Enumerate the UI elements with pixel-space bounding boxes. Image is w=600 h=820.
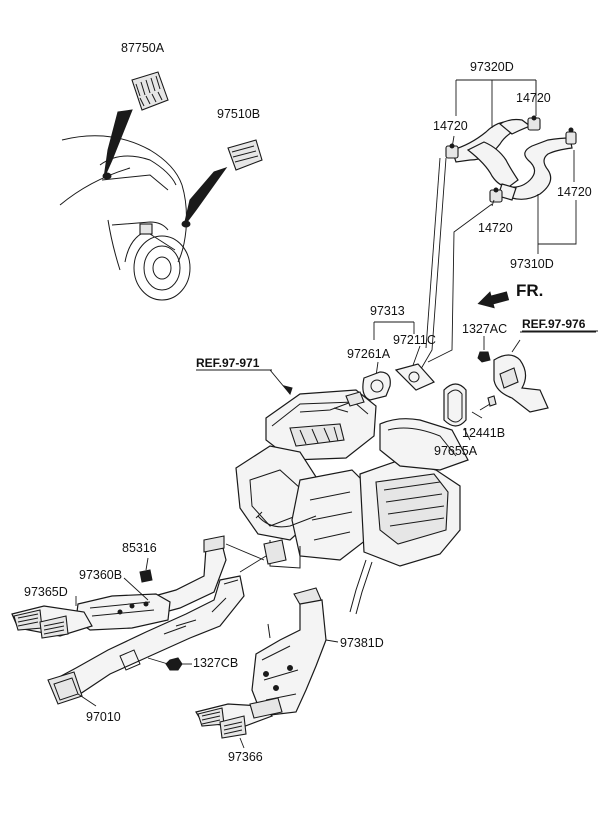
clamp-icon [565,127,577,145]
vehicle-rear-illustration [59,135,191,301]
hose-leader-lines [417,79,577,375]
label-12441B: 12441B [462,426,505,440]
label-ref-97-976: REF.97-976 [522,317,586,331]
part-97510B-vent [181,139,263,228]
label-1327AC: 1327AC [462,322,507,336]
fastener-85316 [139,557,153,583]
label-97010: 97010 [86,710,121,724]
label-97365D: 97365D [24,585,68,599]
gasket-parts [362,321,435,401]
label-14720-left: 14720 [433,119,468,133]
label-97360B: 97360B [79,568,122,582]
label-85316: 85316 [122,541,157,555]
hose-assembly [445,115,577,203]
label-97310D: 97310D [510,257,554,271]
label-97366: 97366 [228,750,263,764]
label-97313: 97313 [370,304,405,318]
label-14720-right: 14720 [557,185,592,199]
rear-duct-97360B [75,535,227,631]
duct-connector-ref976 [443,331,596,441]
part-labels: 87750A 97510B 97320D 14720 14720 14720 1… [24,41,592,764]
hvac-unit [235,389,469,615]
label-14720-top-right: 14720 [516,91,551,105]
label-14720-bottom: 14720 [478,221,513,235]
label-97381D: 97381D [340,636,384,650]
left-leader-lines [75,543,267,707]
label-97211C: 97211C [393,333,436,347]
label-1327CB: 1327CB [193,656,238,670]
fastener-1327CB [147,657,192,671]
duct-97010 [47,575,245,705]
clamp-icon [489,187,503,203]
label-front-direction: FR. [516,281,543,300]
duct-97365D [11,605,93,639]
ref971-leader [196,369,293,396]
label-ref-97-971: REF.97-971 [196,356,260,370]
clamp-icon [527,115,541,131]
side-vent-small-icon [139,223,153,235]
label-97655A: 97655A [434,444,478,458]
label-97261A: 97261A [347,347,391,361]
label-97320D: 97320D [470,60,514,74]
duct-97366 [195,697,283,749]
label-87750A: 87750A [121,41,165,55]
part-87750A-vent-grille [102,71,169,180]
label-97510B: 97510B [217,107,260,121]
duct-97381D [251,587,339,717]
front-direction-arrow [477,291,510,309]
